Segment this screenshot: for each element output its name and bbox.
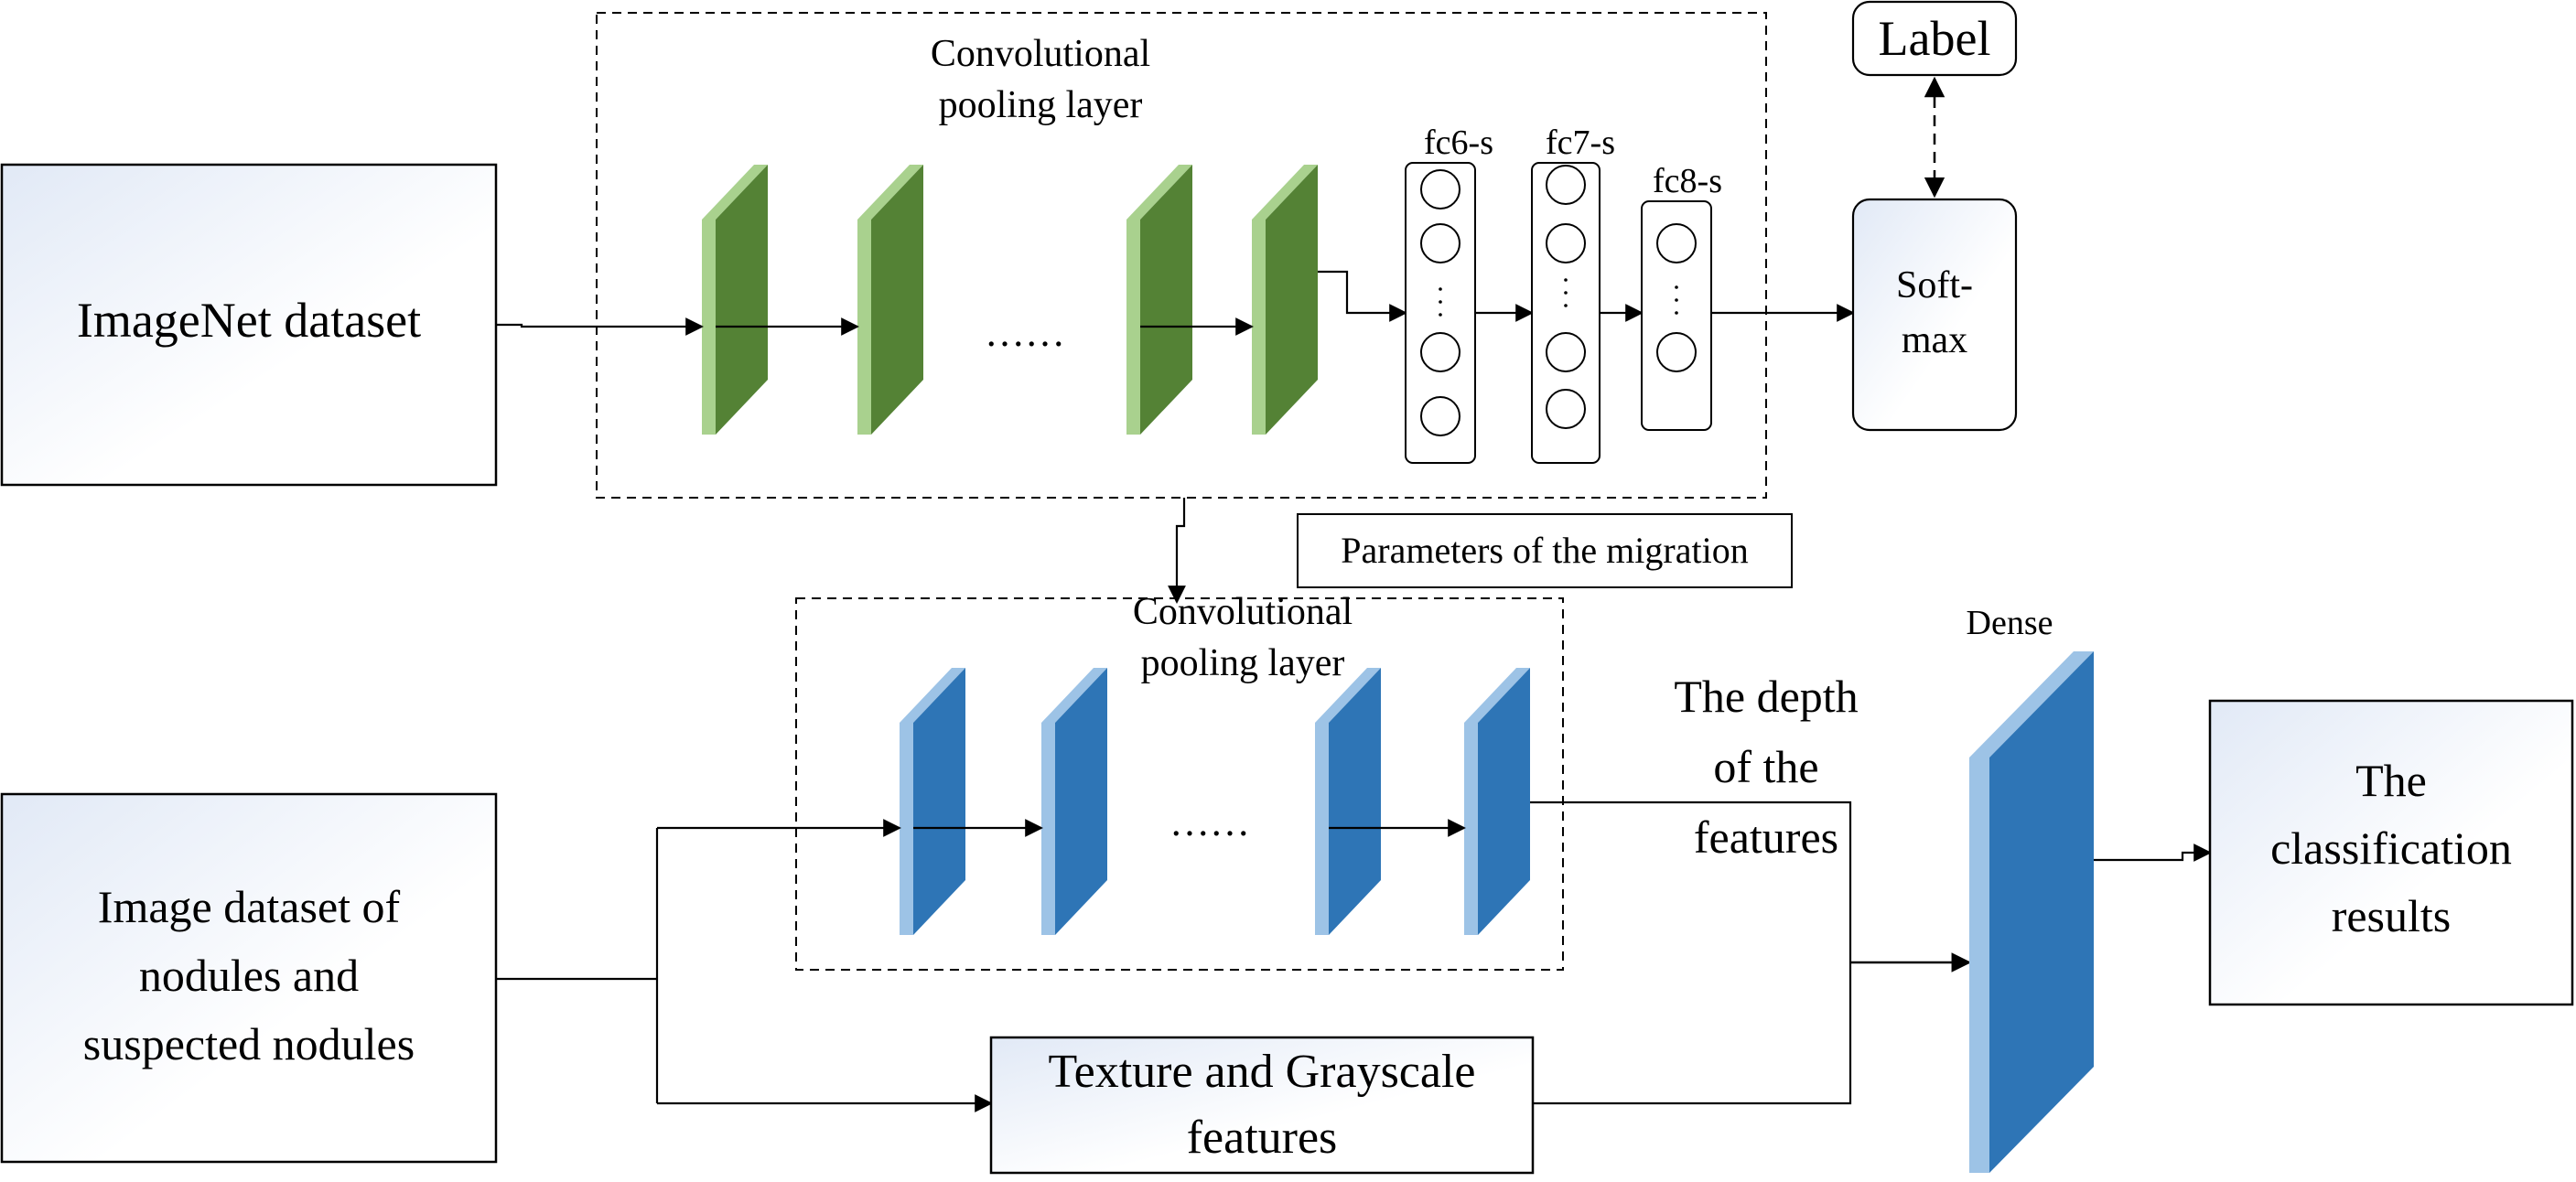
results-line2: classification xyxy=(2270,822,2512,874)
arrow-migration xyxy=(1168,498,1186,604)
nodules-dataset-line2: nodules and xyxy=(139,950,359,1001)
migration-box: Parameters of the migration xyxy=(1297,513,1793,588)
green-conv-layer-4 xyxy=(1252,165,1318,435)
depth-features-line1: The depth xyxy=(1674,671,1858,722)
texture-grayscale-box: Texture and Grayscale features xyxy=(989,1036,1535,1175)
softmax-line2: max xyxy=(1902,319,1967,361)
texture-line1: Texture and Grayscale xyxy=(1048,1046,1475,1098)
green-conv-layer-1 xyxy=(702,165,768,435)
top-conv-label-line1: Convolutional xyxy=(931,33,1150,75)
nodules-dataset-line3: suspected nodules xyxy=(83,1018,415,1069)
label-box: Label xyxy=(1851,0,2018,77)
arrow-dense-to-results xyxy=(2094,844,2212,862)
top-dots: …… xyxy=(985,310,1065,355)
top-conv-label-line2: pooling layer xyxy=(939,84,1143,126)
results-line3: results xyxy=(2332,890,2452,941)
fc7-label: fc7-s xyxy=(1546,124,1615,162)
blue-conv-layer-3 xyxy=(1315,668,1381,935)
blue-conv-layer-2 xyxy=(1041,668,1107,935)
blue-conv-layer-1 xyxy=(900,668,965,935)
fc7-layer xyxy=(1531,162,1601,464)
bottom-conv-region xyxy=(795,597,1564,971)
softmax-line1: Soft- xyxy=(1896,264,1973,306)
label-text: Label xyxy=(1879,11,1991,66)
green-conv-layer-2 xyxy=(857,165,923,435)
fc8-layer xyxy=(1641,200,1712,431)
nodules-dataset-box: Image dataset of nodules and suspected n… xyxy=(0,792,498,1164)
top-conv-region xyxy=(596,12,1767,499)
softmax-box: Soft- max xyxy=(1851,198,2018,432)
migration-label: Parameters of the migration xyxy=(1341,530,1748,571)
fc6-layer xyxy=(1405,162,1476,464)
imagenet-dataset-label: ImageNet dataset xyxy=(77,293,421,348)
bottom-conv-label-line2: pooling layer xyxy=(1141,642,1345,684)
depth-features-line3: features xyxy=(1694,811,1838,863)
texture-line2: features xyxy=(1187,1112,1338,1164)
green-conv-layer-3 xyxy=(1126,165,1192,435)
arrow-imagenet-to-layer1 xyxy=(496,317,704,336)
bottom-conv-label-line1: Convolutional xyxy=(1133,591,1353,633)
line-blue4-to-merge xyxy=(1530,801,1852,962)
fc8-label: fc8-s xyxy=(1653,162,1722,200)
classification-results-box: The classification results xyxy=(2208,699,2574,1006)
blue-conv-layer-4 xyxy=(1464,668,1530,935)
dense-layer xyxy=(1969,651,2094,1173)
results-line1: The xyxy=(2355,755,2427,806)
line-texture-to-merge xyxy=(1533,962,1852,1105)
nodules-dataset-line1: Image dataset of xyxy=(98,881,401,932)
dense-label: Dense xyxy=(1967,604,2053,642)
depth-features-line2: of the xyxy=(1713,741,1818,792)
bottom-dots: …… xyxy=(1169,800,1250,844)
arrow-layer4-to-fc6 xyxy=(1318,270,1407,322)
fc6-label: fc6-s xyxy=(1424,124,1493,162)
imagenet-dataset-box: ImageNet dataset xyxy=(0,163,498,487)
